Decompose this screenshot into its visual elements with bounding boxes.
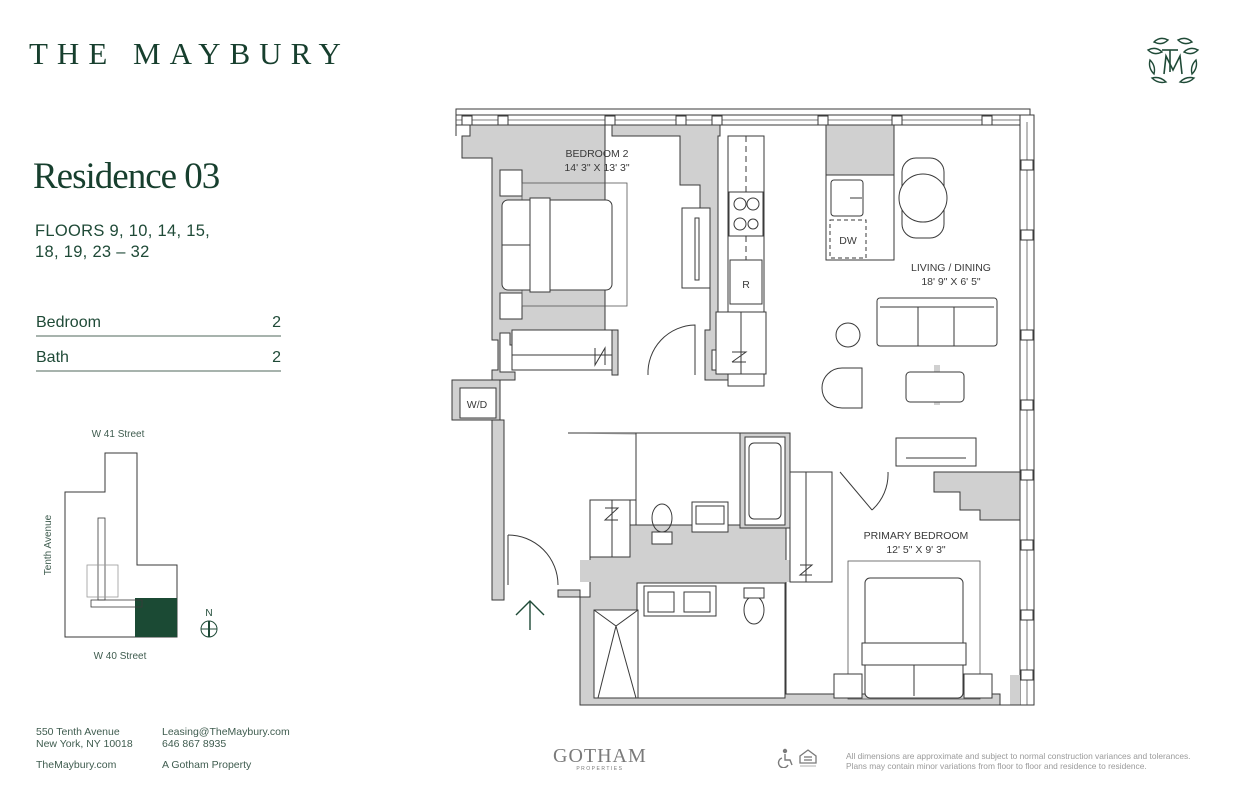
tm-monogram-laurel-icon bbox=[1146, 37, 1200, 84]
dishwasher-label: DW bbox=[839, 235, 857, 247]
entry-arrow-icon bbox=[515, 600, 545, 630]
spec-value: 2 bbox=[272, 314, 281, 331]
room-dims-primary-bedroom: 12' 5" X 9' 3" bbox=[886, 544, 946, 556]
room-name-living-dining: LIVING / DINING bbox=[911, 262, 991, 274]
floors-list: FLOORS 9, 10, 14, 15, 18, 19, 23 – 32 bbox=[35, 221, 210, 263]
room-dims-bedroom-2: 14' 3" X 13' 3" bbox=[564, 162, 629, 174]
compass-icon bbox=[200, 620, 218, 638]
gotham-wordmark: GOTHAM bbox=[553, 745, 647, 767]
spec-label: Bath bbox=[36, 349, 69, 366]
property-of: A Gotham Property bbox=[162, 759, 252, 771]
address-block: 550 Tenth Avenue New York, NY 10018 bbox=[36, 726, 133, 750]
specs-table: Bedroom 2 Bath 2 bbox=[36, 305, 281, 375]
phone-number: 646 867 8935 bbox=[162, 738, 227, 750]
floors-line-2: 18, 19, 23 – 32 bbox=[35, 243, 150, 261]
gotham-subtitle: PROPERTIES bbox=[576, 766, 624, 772]
spec-label: Bedroom bbox=[36, 314, 101, 331]
street-label-south: W 40 Street bbox=[94, 651, 147, 662]
street-label-north: W 41 Street bbox=[92, 429, 145, 440]
refrigerator-label: R bbox=[742, 279, 750, 291]
contact-block: Leasing@TheMaybury.com 646 867 8935 bbox=[162, 726, 290, 750]
washer-dryer-label: W/D bbox=[467, 399, 488, 411]
wheelchair-accessible-icon bbox=[777, 748, 793, 768]
street-label-west: Tenth Avenue bbox=[43, 514, 54, 575]
room-dims-living-dining: 18' 9" X 6' 5" bbox=[921, 276, 981, 288]
address-line-1: 550 Tenth Avenue bbox=[36, 726, 120, 738]
compass-label: N bbox=[205, 608, 212, 619]
disclaimer: All dimensions are approximate and subje… bbox=[846, 751, 1206, 771]
room-name-bedroom-2: BEDROOM 2 bbox=[565, 148, 628, 160]
floor-plan: .w{fill:#d0d0d0;stroke:#3a3a3a;stroke-wi… bbox=[451, 108, 1035, 706]
residence-highlight bbox=[135, 598, 177, 637]
room-name-primary-bedroom: PRIMARY BEDROOM bbox=[864, 530, 969, 542]
spec-row-bath: Bath 2 bbox=[36, 340, 281, 372]
disclaimer-line-1: All dimensions are approximate and subje… bbox=[846, 751, 1191, 761]
equal-housing-icon bbox=[799, 749, 817, 767]
spec-row-bedroom: Bedroom 2 bbox=[36, 305, 281, 337]
residence-title: Residence 03 bbox=[33, 156, 220, 197]
address-line-2: New York, NY 10018 bbox=[36, 738, 133, 750]
building-key-plan: W 41 Street W 40 Street Tenth Avenue N bbox=[43, 429, 218, 662]
floors-line-1: FLOORS 9, 10, 14, 15, bbox=[35, 222, 211, 240]
disclaimer-line-2: Plans may contain minor variations from … bbox=[846, 761, 1147, 771]
spec-value: 2 bbox=[272, 349, 281, 366]
website-link[interactable]: TheMaybury.com bbox=[36, 759, 117, 771]
brand-wordmark: THE MAYBURY bbox=[29, 36, 350, 71]
gotham-logo: GOTHAM PROPERTIES bbox=[553, 745, 647, 772]
email-link[interactable]: Leasing@TheMaybury.com bbox=[162, 726, 290, 738]
